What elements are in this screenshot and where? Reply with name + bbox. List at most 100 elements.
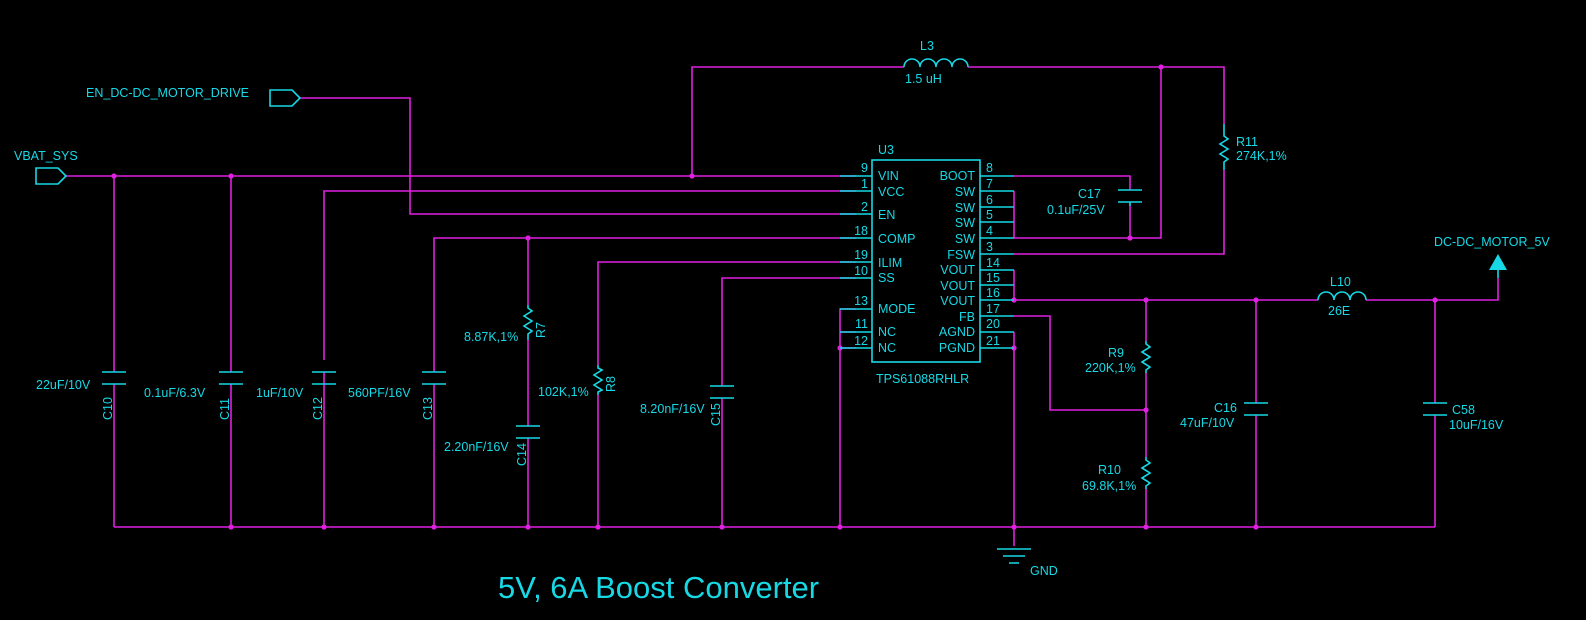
ic-left-pin-stubs (840, 175, 872, 349)
vin-to-l3-wire (691, 66, 904, 176)
ic-right-pin-stubs (980, 175, 1014, 349)
pin-name: FSW (947, 248, 975, 262)
capacitor-c12[interactable]: 1uF/10V C12 (256, 371, 336, 420)
boot-wire (1014, 175, 1131, 190)
ground-icon (997, 548, 1031, 564)
junction-dot (1158, 64, 1164, 70)
wires (66, 66, 1499, 546)
pin-number: 15 (986, 271, 1000, 285)
port-output[interactable]: DC-DC_MOTOR_5V (1434, 235, 1550, 278)
pin-number: 10 (854, 264, 868, 278)
pin-number: 3 (986, 240, 993, 254)
vcc-wire (323, 190, 856, 360)
pin-number: 19 (854, 248, 868, 262)
port-enable[interactable]: EN_DC-DC_MOTOR_DRIVE (86, 86, 302, 107)
pin-number: 1 (861, 177, 868, 191)
ss-wire (721, 277, 856, 386)
r9-value: 220K,1% (1085, 361, 1136, 375)
pin-name: NC (878, 341, 896, 355)
capacitor-c10[interactable]: 22uF/10V C10 (36, 371, 126, 420)
c17-value: 0.1uF/25V (1047, 203, 1105, 217)
pin-name: BOOT (940, 169, 976, 183)
pin-number: 12 (854, 334, 868, 348)
ilim-wire (597, 261, 856, 365)
r10-ref: R10 (1098, 463, 1121, 477)
junction-dot (228, 524, 234, 530)
inductor-coil-icon (1317, 291, 1367, 301)
ic-ref-label: U3 (878, 143, 894, 157)
enable-label: EN_DC-DC_MOTOR_DRIVE (86, 86, 249, 100)
port-vbat[interactable]: VBAT_SYS (14, 149, 78, 185)
r8-value: 102K,1% (538, 385, 589, 399)
pin-number: 14 (986, 256, 1000, 270)
c15-value: 8.20nF/16V (640, 402, 705, 416)
pin-name: EN (878, 208, 895, 222)
ic-body[interactable] (871, 159, 981, 363)
capacitor-icon (422, 371, 446, 385)
pin-number: 2 (861, 200, 868, 214)
inductor-l10[interactable]: L10 26E (1317, 275, 1367, 318)
capacitor-c16[interactable]: C16 47uF/10V (1180, 401, 1268, 430)
capacitor-c58[interactable]: C58 10uF/16V (1423, 402, 1504, 432)
pin-name: PGND (939, 341, 975, 355)
pin-name: NC (878, 325, 896, 339)
resistor-r7[interactable]: 8.87K,1% R7 (464, 305, 548, 344)
c13-ref: C13 (421, 397, 435, 420)
junction-dot (1011, 524, 1017, 530)
c13-value: 560PF/16V (348, 386, 411, 400)
l10-ref: L10 (1330, 275, 1351, 289)
c11-ref: C11 (218, 398, 232, 420)
inductor-l3[interactable]: L3 1.5 uH (903, 39, 969, 86)
c16-value: 47uF/10V (1180, 416, 1235, 430)
pin-number: 7 (986, 177, 993, 191)
pin-number: 9 (861, 161, 868, 175)
resistor-r10[interactable]: R10 69.8K,1% (1082, 457, 1152, 493)
capacitor-icon (710, 385, 734, 399)
pin-name: FB (959, 310, 975, 324)
junction-dot (431, 524, 437, 530)
enable-wire (300, 97, 856, 215)
l10-value: 26E (1328, 304, 1350, 318)
junction-dot (1143, 297, 1149, 303)
pin-name: SW (955, 201, 975, 215)
c16-ref: C16 (1214, 401, 1237, 415)
capacitor-c17[interactable]: C17 0.1uF/25V (1047, 187, 1142, 217)
junction-dot (111, 173, 117, 179)
pin-name: SW (955, 232, 975, 246)
resistor-r9[interactable]: R9 220K,1% (1085, 341, 1152, 375)
port-arrow-icon (35, 167, 68, 185)
pin-name: SW (955, 216, 975, 230)
r7-ref: R7 (534, 322, 548, 338)
c14-value: 2.20nF/16V (444, 440, 509, 454)
capacitor-c15[interactable]: 8.20nF/16V C15 (640, 385, 734, 426)
pin-number: 4 (986, 224, 993, 238)
capacitor-c11[interactable]: 0.1uF/6.3V C11 (144, 371, 243, 420)
capacitor-c14[interactable]: 2.20nF/16V C14 (444, 425, 540, 466)
resistor-icon (1140, 341, 1152, 373)
resistor-r8[interactable]: 102K,1% R8 (538, 365, 618, 399)
pin-name: COMP (878, 232, 916, 246)
ic-part-label: TPS61088RHLR (876, 372, 969, 386)
l3-to-sw-wire (968, 66, 1225, 124)
ic-u3[interactable]: U3 TPS61088RHLR 9 VIN 1 VCC 2 EN 18 COMP… (840, 143, 1014, 386)
pin-number: 17 (986, 302, 1000, 316)
r10-value: 69.8K,1% (1082, 479, 1136, 493)
r7-value: 8.87K,1% (464, 330, 518, 344)
capacitor-c13[interactable]: 560PF/16V C13 (348, 371, 446, 420)
junction-dot (1143, 407, 1149, 413)
output-arrow-icon (1489, 254, 1507, 270)
c10-value: 22uF/10V (36, 378, 91, 392)
r11-value: 274K,1% (1236, 149, 1287, 163)
c12-ref: C12 (311, 397, 325, 420)
sw-node-drop-wire (1014, 67, 1162, 239)
resistor-r11[interactable]: R11 274K,1% (1218, 124, 1287, 170)
pin-number: 21 (986, 334, 1000, 348)
pin-name: VIN (878, 169, 899, 183)
junction-dot (689, 173, 695, 179)
junction-dot (719, 524, 725, 530)
pin-number: 18 (854, 224, 868, 238)
junction-dot (595, 524, 601, 530)
junction-dot (1127, 235, 1133, 241)
ground-label: GND (1030, 564, 1058, 578)
